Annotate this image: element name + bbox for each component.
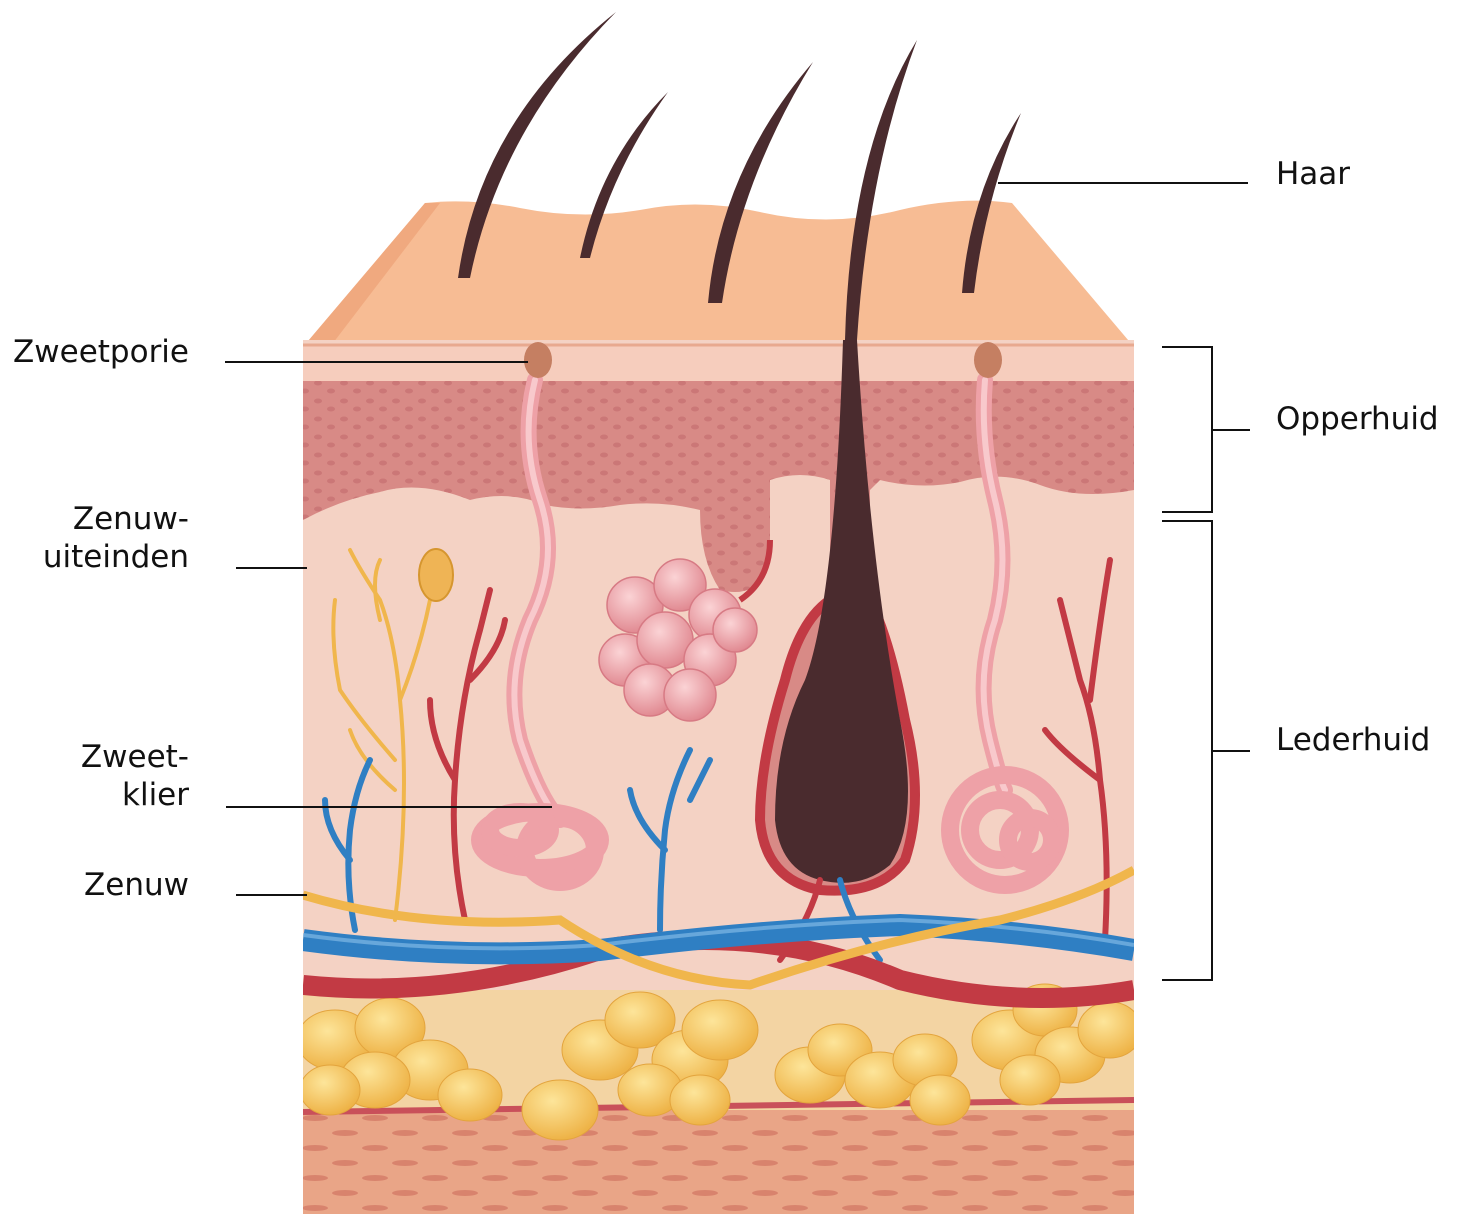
label-zweetklier-line2: klier [81, 776, 189, 814]
sweat-gland-coil-right [950, 775, 1060, 885]
label-zweetklier: Zweet- klier [81, 738, 189, 814]
label-opperhuid: Opperhuid [1276, 400, 1439, 438]
label-haar: Haar [1276, 155, 1350, 193]
nerve-ending-corpuscle [419, 549, 453, 601]
sweat-pore-right [974, 342, 1002, 378]
label-zenuw: Zenuw [84, 866, 189, 904]
sweat-pore-left [524, 342, 552, 378]
label-zweetklier-line1: Zweet- [81, 738, 189, 776]
label-zenuwuiteinden-line2: uiteinden [43, 538, 189, 576]
label-zenuwuiteinden-line1: Zenuw- [43, 500, 189, 538]
label-lederhuid: Lederhuid [1276, 721, 1430, 759]
label-zweetporie: Zweetporie [13, 333, 189, 371]
label-zenuwuiteinden: Zenuw- uiteinden [43, 500, 189, 576]
